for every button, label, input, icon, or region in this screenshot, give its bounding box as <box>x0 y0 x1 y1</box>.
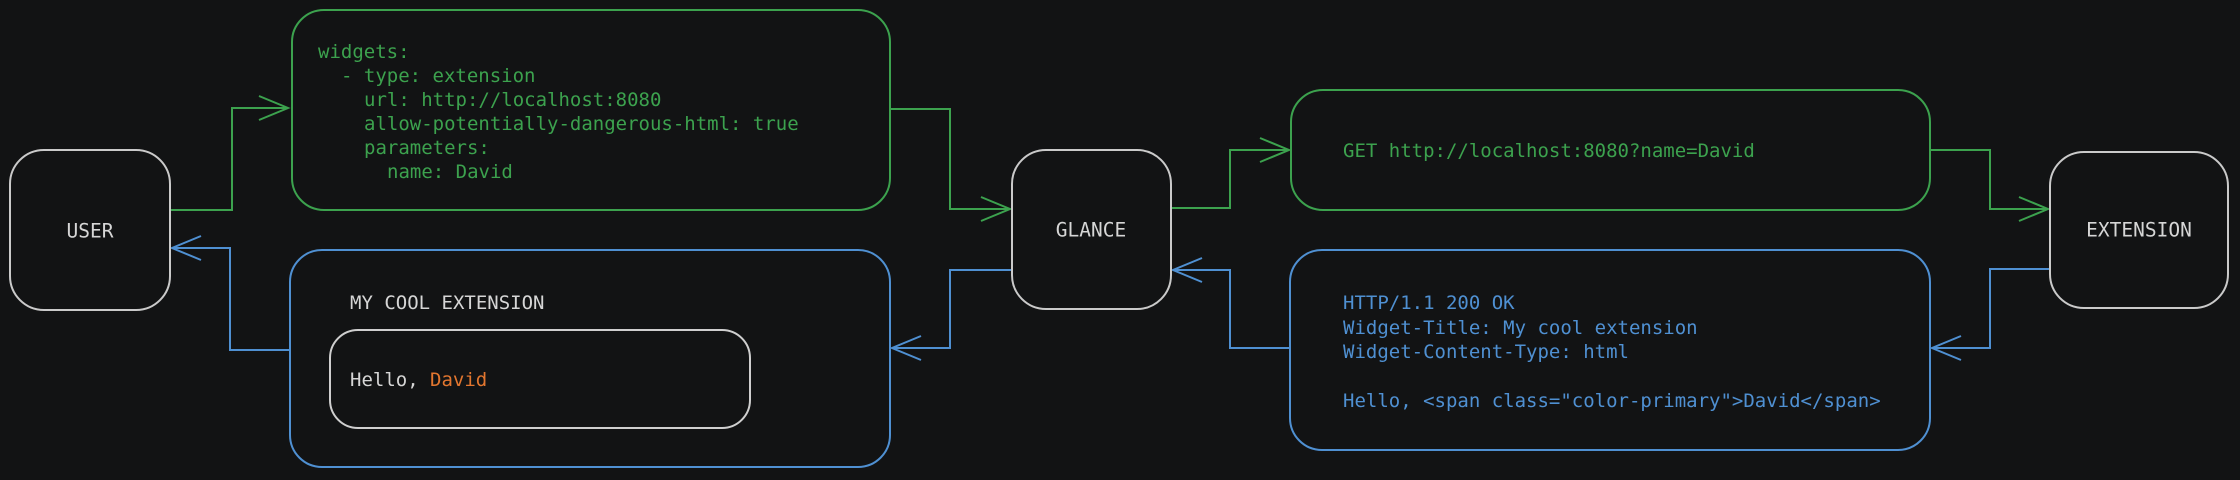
arrow-render-to-user <box>169 235 290 351</box>
response-line: Widget-Title: My cool extension <box>1343 317 1698 339</box>
user-node: USER <box>9 149 171 311</box>
response-line: Hello, <span class="color-primary">David… <box>1343 390 1881 412</box>
config-yaml-border <box>291 9 891 211</box>
arrow-glance-to-render <box>889 269 1012 361</box>
response-line: HTTP/1.1 200 OK <box>1343 292 1515 314</box>
http-request-line: GET http://localhost:8080?name=David <box>1343 140 1755 162</box>
widget-greeting: Hello, David <box>350 365 487 391</box>
arrow-response-to-glance <box>1170 257 1290 349</box>
user-node-box <box>9 149 171 311</box>
widget-render-box: MY COOL EXTENSION Hello, David <box>289 249 891 468</box>
config-line: allow-potentially-dangerous-html: true <box>364 113 799 135</box>
http-response-box: HTTP/1.1 200 OK Widget-Title: My cool ex… <box>1289 249 1931 451</box>
config-line: name: David <box>387 161 513 183</box>
config-line: - type: extension <box>341 65 535 87</box>
arrow-config-to-glance <box>890 108 1013 222</box>
widget-title: MY COOL EXTENSION <box>350 292 544 314</box>
extension-node-box <box>2049 151 2229 309</box>
widget-render-border <box>289 249 891 468</box>
extension-node: EXTENSION <box>2049 151 2229 309</box>
arrow-extension-to-response <box>1929 268 2050 361</box>
arrow-user-to-config <box>170 95 291 211</box>
widget-content-border <box>329 329 751 429</box>
arrow-glance-to-request <box>1171 137 1292 209</box>
config-line: parameters: <box>364 137 490 159</box>
http-response-border <box>1289 249 1931 451</box>
glance-node-label: GLANCE <box>1056 219 1126 242</box>
http-request-border <box>1290 89 1931 211</box>
user-node-label: USER <box>67 220 114 243</box>
config-line: url: http://localhost:8080 <box>364 89 661 111</box>
greeting-prefix: Hello, <box>350 369 419 391</box>
config-yaml-box: widgets: - type: extension url: http://l… <box>291 9 891 211</box>
arrow-request-to-extension <box>1930 149 2051 222</box>
response-line: Widget-Content-Type: html <box>1343 341 1629 363</box>
extension-node-label: EXTENSION <box>2086 219 2192 242</box>
glance-node: GLANCE <box>1011 149 1172 310</box>
glance-node-box <box>1011 149 1172 310</box>
config-line: widgets: <box>318 41 410 63</box>
http-request-box: GET http://localhost:8080?name=David <box>1290 89 1931 211</box>
greeting-name: David <box>430 369 487 391</box>
